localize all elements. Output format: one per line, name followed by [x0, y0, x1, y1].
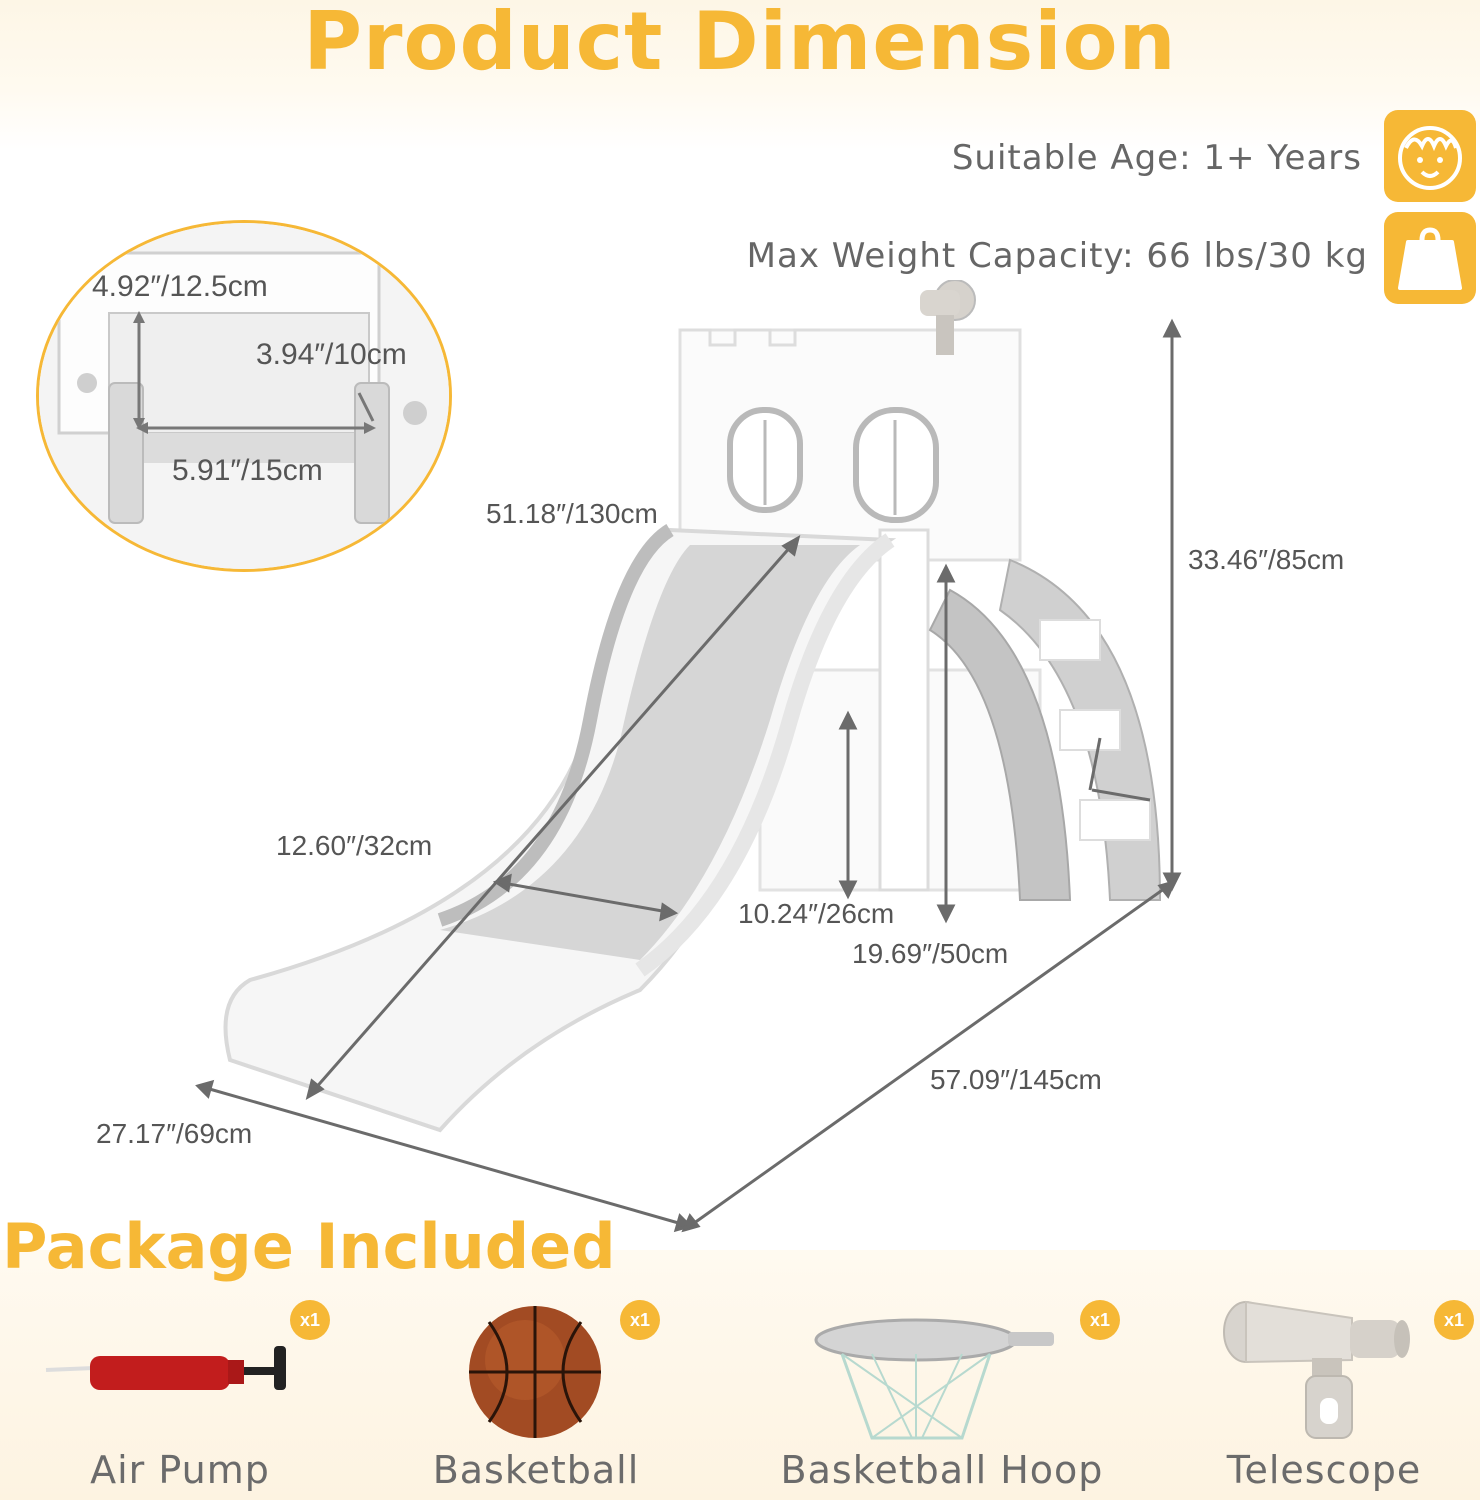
child-face-icon	[1384, 110, 1476, 202]
basketball-qty: x1	[620, 1300, 660, 1340]
step-depth-label: 3.94″/10cm	[256, 338, 407, 371]
age-spec: Suitable Age: 1+ Years	[951, 138, 1362, 178]
slide-width-label: 12.60″/32cm	[276, 830, 433, 861]
total-width-label: 27.17″/69cm	[96, 1118, 253, 1149]
platform-height-label: 19.69″/50cm	[852, 938, 1009, 969]
total-length-label: 57.09″/145cm	[930, 1064, 1102, 1095]
step-width-label: 5.91″/15cm	[172, 454, 323, 487]
basketball-icon	[469, 1306, 601, 1438]
weight-icon	[1384, 212, 1476, 304]
telescope-icon	[1223, 1300, 1410, 1439]
inner-height-label: 10.24″/26cm	[738, 898, 895, 929]
basketball-hoop-label: Basketball Hoop	[780, 1448, 1104, 1492]
basketball-hoop-icon	[814, 1318, 1054, 1440]
page-title: Product Dimension	[303, 0, 1177, 88]
total-height-label: 33.46″/85cm	[1188, 544, 1345, 575]
weight-spec: Max Weight Capacity: 66 lbs/30 kg	[746, 236, 1368, 276]
package-title: Package Included	[2, 1210, 616, 1283]
basketball-label: Basketball	[432, 1448, 640, 1492]
air-pump-label: Air Pump	[90, 1448, 270, 1492]
telescope-label: Telescope	[1226, 1448, 1422, 1492]
step-height-label: 4.92″/12.5cm	[92, 270, 268, 303]
step-detail-zoom	[36, 220, 452, 572]
telescope-qty: x1	[1434, 1300, 1474, 1340]
air-pump-icon	[45, 1346, 286, 1390]
air-pump-qty: x1	[290, 1300, 330, 1340]
header-band	[0, 0, 1480, 150]
slide-length-label: 51.18″/130cm	[486, 498, 658, 529]
slide-castle-illustration	[195, 280, 1182, 1233]
basketball-hoop-qty: x1	[1080, 1300, 1120, 1340]
